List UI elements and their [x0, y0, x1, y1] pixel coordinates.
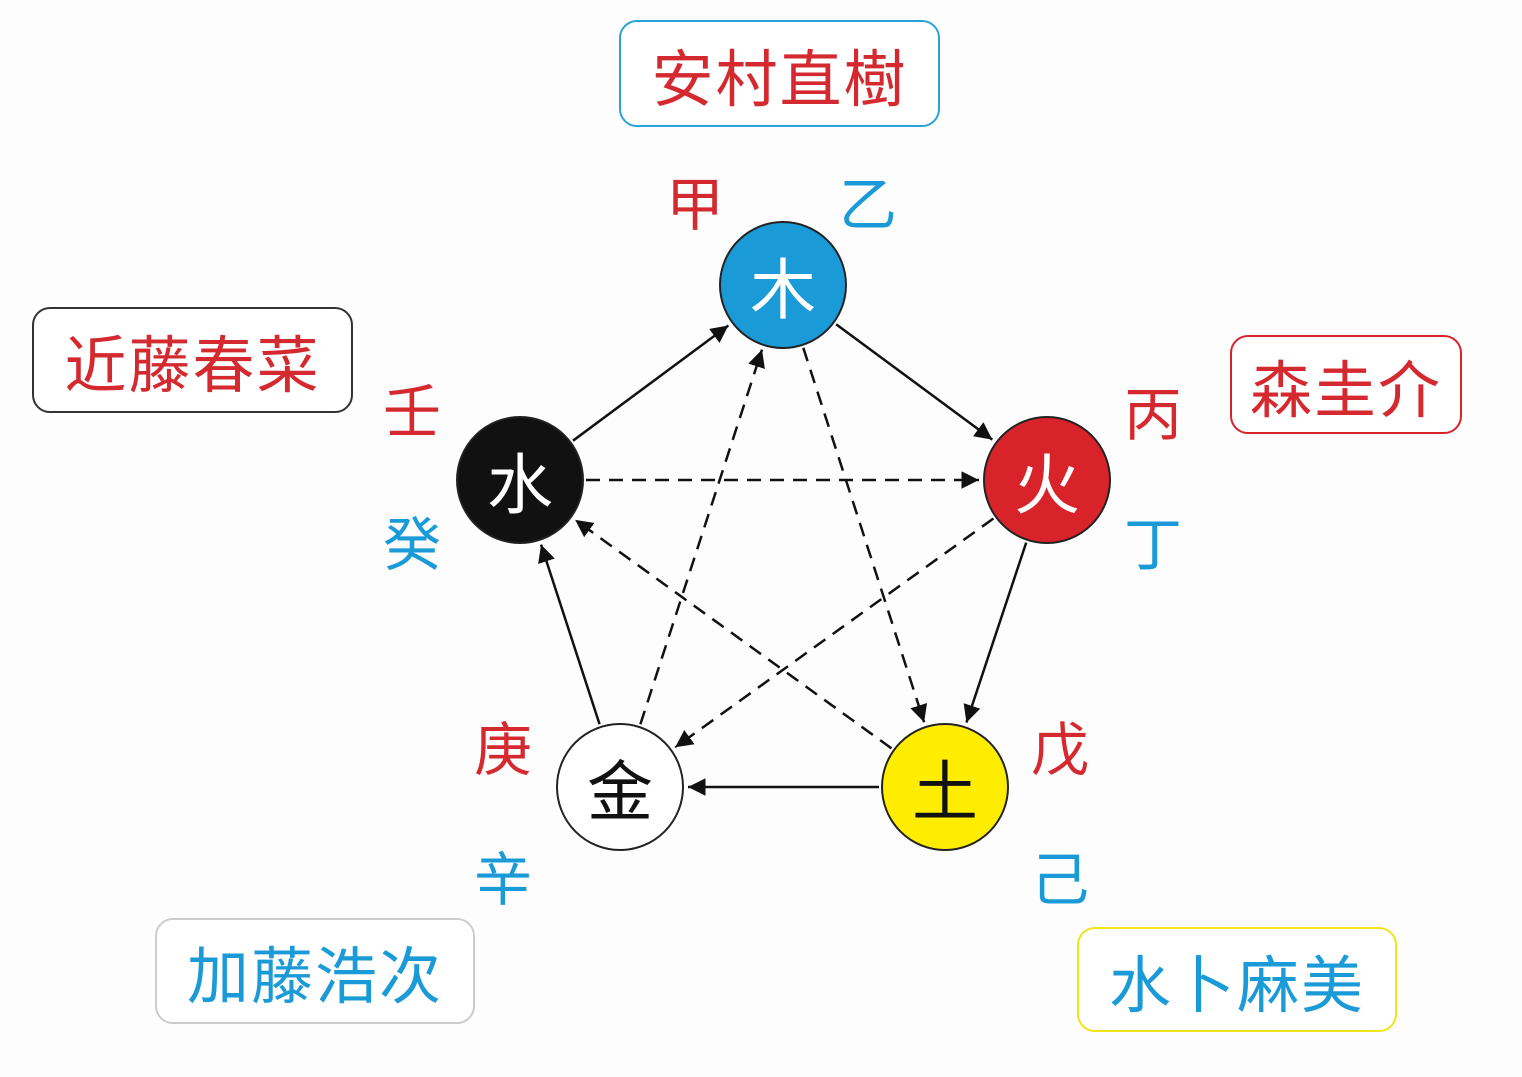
arrow-metal-to-water: [538, 544, 601, 725]
arrow-earth-to-water: [574, 518, 893, 750]
stem-fire-yang: 丙: [1123, 381, 1182, 449]
arrow-metal-to-wood: [639, 349, 765, 725]
element-node-earth: 土: [881, 723, 1009, 851]
arrow-water-to-wood: [572, 324, 730, 442]
element-node-fire: 火: [983, 416, 1111, 544]
stem-earth-yin: 己: [1030, 846, 1089, 914]
element-node-wood: 木: [719, 221, 847, 349]
person-box-bottom-left: 加藤浩次: [155, 918, 475, 1024]
stem-water-yin: 癸: [382, 511, 441, 579]
stem-wood-yin: 乙: [838, 171, 897, 239]
person-box-right: 森圭介: [1230, 335, 1462, 434]
stem-metal-yang: 庚: [473, 716, 532, 784]
stem-wood-yang: 甲: [665, 171, 724, 239]
stem-water-yang: 壬: [382, 378, 441, 446]
arrow-fire-to-metal: [674, 517, 995, 749]
stem-fire-yin: 丁: [1123, 511, 1182, 579]
person-box-top: 安村直樹: [619, 20, 940, 127]
person-box-bottom-right: 水卜麻美: [1077, 927, 1397, 1032]
element-node-water: 水: [456, 416, 584, 544]
stem-metal-yin: 辛: [473, 846, 532, 914]
person-box-left: 近藤春菜: [32, 307, 353, 413]
arrow-wood-to-earth: [802, 347, 928, 723]
stem-earth-yang: 戊: [1030, 716, 1089, 784]
element-node-metal: 金: [556, 723, 684, 851]
arrow-wood-to-fire: [835, 323, 994, 441]
arrow-fire-to-earth: [963, 542, 1028, 723]
